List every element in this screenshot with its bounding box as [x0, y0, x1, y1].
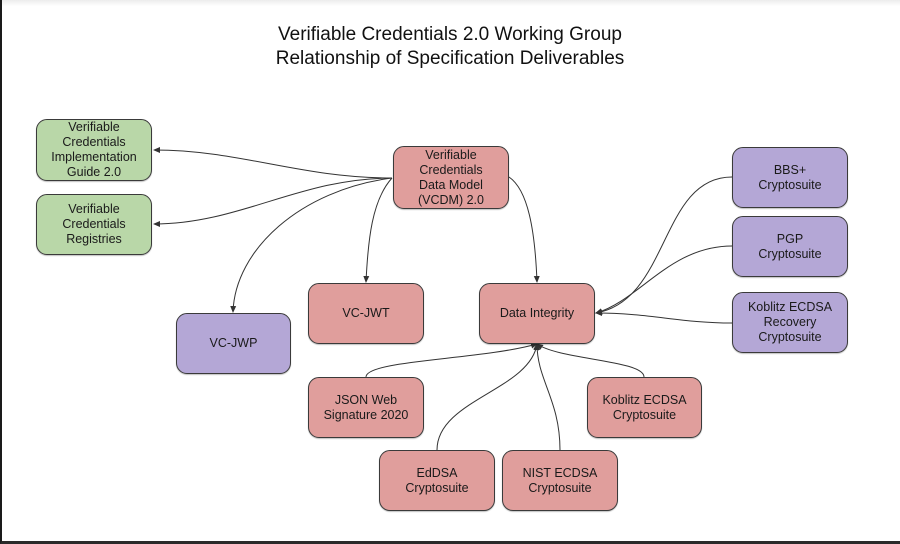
node-label: Verifiable Credentials Implementation Gu… [51, 120, 137, 179]
edge-pgp-data-integrity [595, 245, 733, 315]
edge-vcdm-registries [153, 177, 393, 227]
node-label: Verifiable Credentials Registries [62, 202, 126, 246]
node-label: BBS+ Cryptosuite [758, 162, 822, 192]
node-eddsa-cryptosuite[interactable]: EdDSA Cryptosuite [379, 450, 495, 511]
edge-vcdm-vc-jwp [230, 177, 393, 313]
edge-vcdm-vc-jwt [363, 177, 393, 283]
node-pgp-cryptosuite[interactable]: PGP Cryptosuite [732, 216, 848, 277]
node-label: EdDSA Cryptosuite [405, 465, 469, 495]
node-vcdm[interactable]: Verifiable Credentials Data Model (VCDM)… [393, 146, 509, 209]
edge-vcdm-data-integrity [508, 176, 540, 283]
node-label: Koblitz ECDSA Recovery Cryptosuite [747, 300, 833, 344]
node-label: NIST ECDSA Cryptosuite [522, 465, 598, 495]
edge-eddsa-data-integrity [436, 343, 540, 451]
edge-nist-data-integrity [534, 343, 561, 451]
node-nist-ecdsa-cryptosuite[interactable]: NIST ECDSA Cryptosuite [502, 450, 618, 511]
node-koblitz-recovery-cryptosuite[interactable]: Koblitz ECDSA Recovery Cryptosuite [732, 292, 848, 353]
node-data-integrity[interactable]: Data Integrity [479, 283, 595, 344]
node-koblitz-cryptosuite[interactable]: Koblitz ECDSA Cryptosuite [587, 377, 702, 438]
edge-bbs-data-integrity [595, 176, 733, 315]
node-label: Data Integrity [499, 306, 575, 320]
edge-jws2020-data-integrity [365, 342, 538, 378]
node-implementation-guide[interactable]: Verifiable Credentials Implementation Gu… [36, 119, 152, 181]
node-bbs-cryptosuite[interactable]: BBS+ Cryptosuite [732, 147, 848, 208]
node-json-web-signature-2020[interactable]: JSON Web Signature 2020 [308, 377, 424, 438]
node-label: PGP Cryptosuite [758, 231, 822, 261]
node-vc-jwp[interactable]: VC-JWP [176, 313, 291, 374]
diagram-subtitle: Relationship of Specification Deliverabl… [275, 48, 625, 69]
node-label: VC-JWT [342, 306, 390, 320]
node-vc-jwt[interactable]: VC-JWT [308, 283, 424, 344]
node-label: VC-JWP [209, 336, 258, 350]
node-registries[interactable]: Verifiable Credentials Registries [36, 194, 152, 255]
node-label: Koblitz ECDSA Cryptosuite [602, 392, 687, 422]
node-label: Verifiable Credentials Data Model (VCDM)… [418, 147, 484, 207]
edge-koblitz-recovery-data-integrity [595, 310, 733, 324]
edge-vcdm-impl-guide [153, 147, 393, 179]
edge-koblitz-data-integrity [536, 343, 645, 378]
node-label: JSON Web Signature 2020 [323, 392, 409, 422]
diagram-title: Verifiable Credentials 2.0 Working Group [278, 24, 622, 45]
